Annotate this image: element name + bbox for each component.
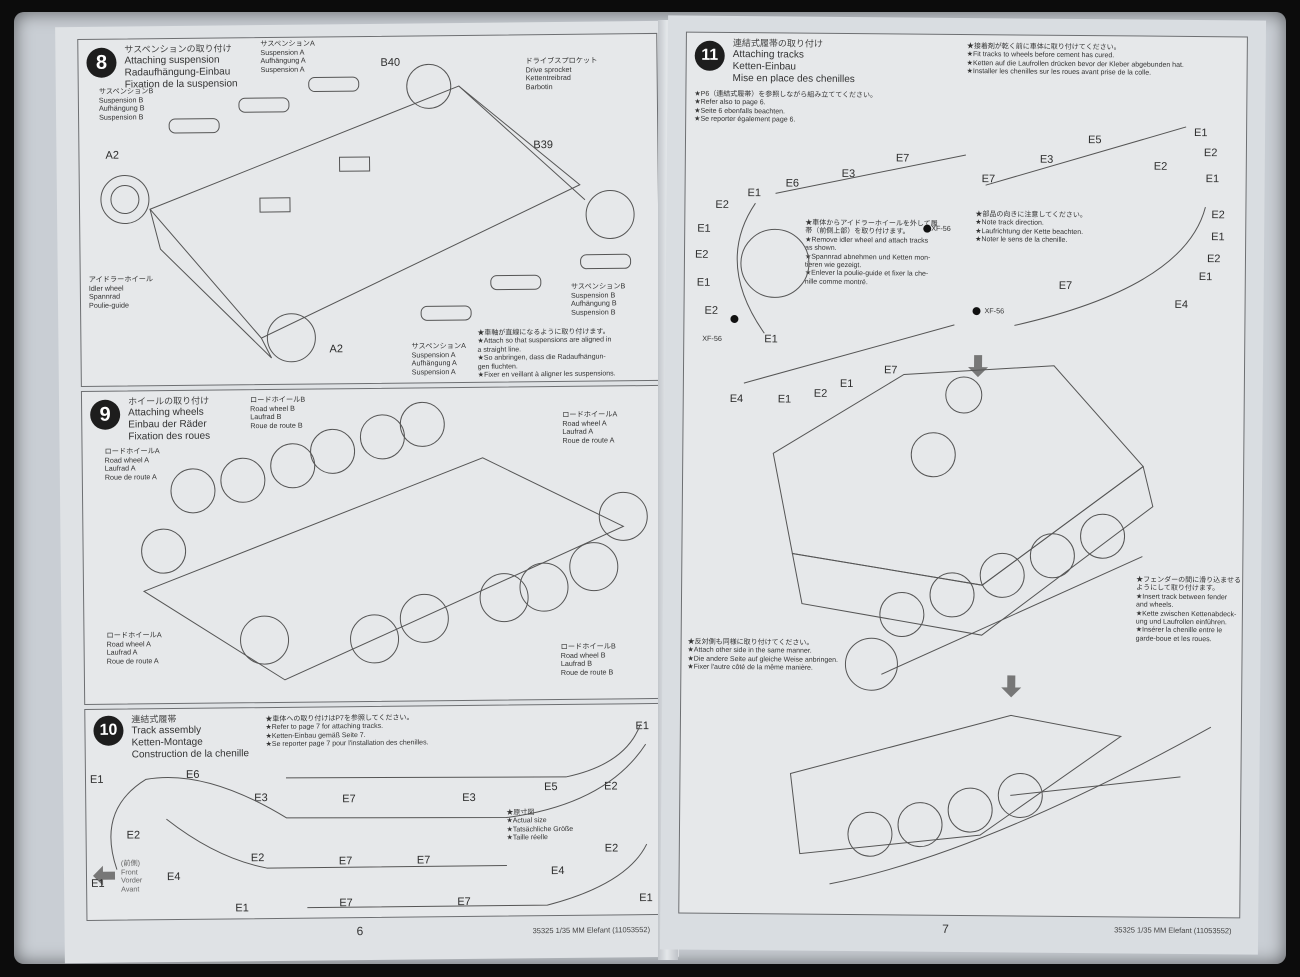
- suspension-b-part: [238, 97, 290, 113]
- step-8-panel: 8 サスペンションの取り付け Attaching suspension Rada…: [77, 32, 661, 387]
- track-segments: [736, 126, 1206, 384]
- track-run: [881, 556, 1143, 675]
- suspension-a-part: [490, 274, 542, 291]
- step-9-panel: 9 ホイールの取り付け Attaching wheels Einbau der …: [80, 384, 665, 705]
- road-wheel-icon: [519, 562, 569, 612]
- sprocket-icon: [844, 637, 898, 691]
- elefant-hull-upper: [772, 365, 1154, 691]
- suspension-a-part: [420, 305, 472, 321]
- suspension-a-part: [308, 76, 360, 93]
- track-segment: [736, 202, 765, 334]
- track-run-inner: [1010, 776, 1181, 796]
- road-wheel-icon: [997, 773, 1043, 819]
- track-segment: [743, 324, 955, 384]
- gun-mantlet: [910, 432, 956, 478]
- drive-sprocket-icon: [598, 491, 648, 541]
- wheels-drawing: [141, 401, 648, 681]
- track-segment: [1014, 206, 1206, 326]
- road-wheels: [844, 513, 1126, 691]
- elefant-hull-lower: [789, 714, 1212, 885]
- road-wheel-icon: [310, 428, 356, 474]
- track-segment: [985, 126, 1187, 186]
- road-wheel-icon: [1080, 513, 1126, 559]
- road-wheel-icon: [879, 591, 925, 637]
- hatch-plate: [259, 197, 291, 213]
- road-wheels: [847, 773, 1043, 857]
- step-11-panel: 11 連結式履帯の取り付け Attaching tracks Ketten-Ei…: [678, 31, 1248, 919]
- idler-hub: [110, 185, 140, 215]
- road-wheel-icon: [847, 811, 893, 857]
- front-arrow-icon: [93, 865, 116, 886]
- page-number-right: 7: [942, 921, 949, 936]
- road-wheel-icon: [897, 802, 943, 848]
- tank-drawing: [736, 126, 1212, 885]
- idler-wheel-icon: [266, 313, 316, 363]
- road-wheel-icon: [399, 593, 449, 643]
- road-wheel-icon: [270, 443, 316, 489]
- road-wheel-icon: [359, 414, 405, 460]
- road-wheel-icon: [170, 468, 216, 514]
- track-run-middle: [166, 818, 507, 869]
- suspension-parts: [168, 76, 632, 321]
- down-arrow-icon: [968, 355, 989, 378]
- hull-outline: [142, 457, 625, 681]
- road-wheel-icon: [350, 614, 400, 664]
- right-page: 11 連結式履帯の取り付け Attaching tracks Ketten-Ei…: [659, 15, 1267, 955]
- track-run-top: [285, 723, 641, 779]
- drive-sprocket-icon: [406, 63, 452, 109]
- arrow-shape: [93, 865, 116, 886]
- down-arrow-icon: [1001, 675, 1022, 698]
- road-wheel-icon: [569, 542, 619, 592]
- drive-sprocket-icon: [585, 189, 635, 239]
- hull-edge: [458, 85, 586, 201]
- road-wheel-icon: [979, 552, 1025, 598]
- road-wheel-icon: [1029, 533, 1075, 579]
- hatch-plate: [338, 156, 371, 172]
- suspension-b-part: [580, 253, 632, 270]
- track-run-lower: [307, 843, 648, 909]
- hull-side: [149, 209, 273, 359]
- hull-side: [791, 465, 1154, 636]
- idler-wheel-icon: [740, 228, 810, 298]
- road-wheel-icon: [947, 787, 993, 833]
- track-segment: [775, 154, 966, 194]
- page-number-left: 6: [356, 924, 364, 939]
- hull-drawing: [100, 63, 635, 363]
- idler-wheel-icon: [100, 175, 150, 225]
- step-10-panel: 10 連結式履帯 Track assembly Ketten-Montage C…: [84, 702, 667, 921]
- hatch-icon: [945, 376, 983, 414]
- kit-code-left: 35325 1/35 MM Elefant (11053552): [532, 925, 651, 936]
- road-wheel-icon: [399, 401, 445, 447]
- track-drawing: [110, 723, 648, 909]
- road-wheel-icon: [479, 573, 529, 623]
- left-page: 8 サスペンションの取り付け Attaching suspension Rada…: [55, 20, 679, 964]
- road-wheel-icon: [240, 615, 290, 665]
- track-run-upper: [110, 743, 647, 870]
- idler-wheel-icon: [141, 528, 187, 574]
- hull-outline: [149, 85, 581, 339]
- road-wheel-icon: [929, 572, 975, 618]
- road-wheels: [141, 401, 648, 665]
- hull-outline: [789, 714, 1123, 855]
- kit-code-right: 35325 1/35 MM Elefant (11053552): [1114, 925, 1232, 936]
- track-run: [829, 726, 1212, 885]
- suspension-b-part: [168, 118, 220, 134]
- road-wheel-icon: [220, 457, 266, 503]
